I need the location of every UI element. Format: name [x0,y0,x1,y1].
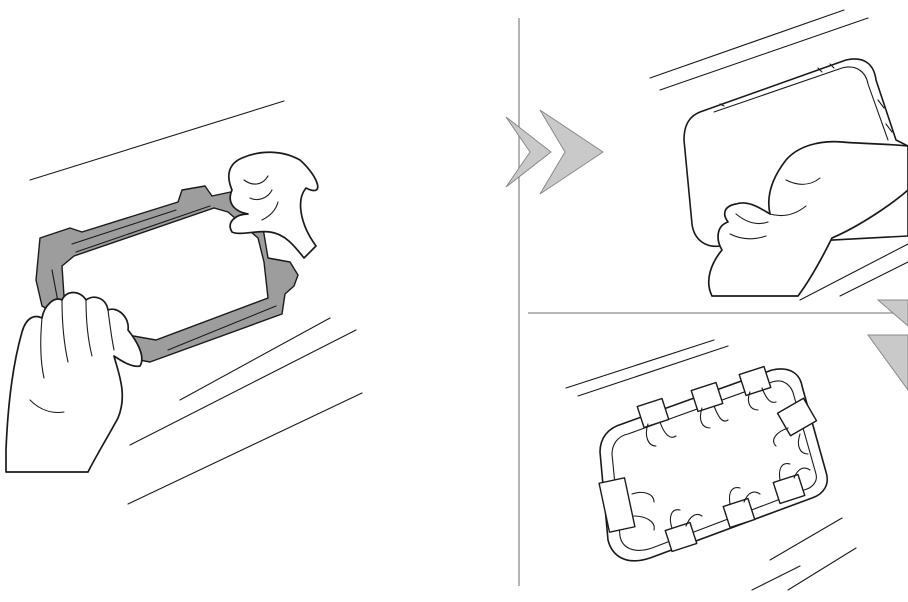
panel-left-fit-gasket [6,101,362,504]
hand-pressing-bezel [709,142,908,296]
hand-bottom-left [6,293,142,473]
binder-clip [774,398,817,454]
binder-clip [691,383,728,428]
binder-clip [773,464,810,504]
binder-clip [637,399,676,446]
panel-bottom-right-clips [566,340,856,590]
binder-clip [599,478,654,532]
double-chevron-arrow-right-icon [506,110,603,194]
binder-clip [723,488,760,528]
binder-clip [739,367,776,410]
panel-top-right-press-gasket [650,10,908,300]
